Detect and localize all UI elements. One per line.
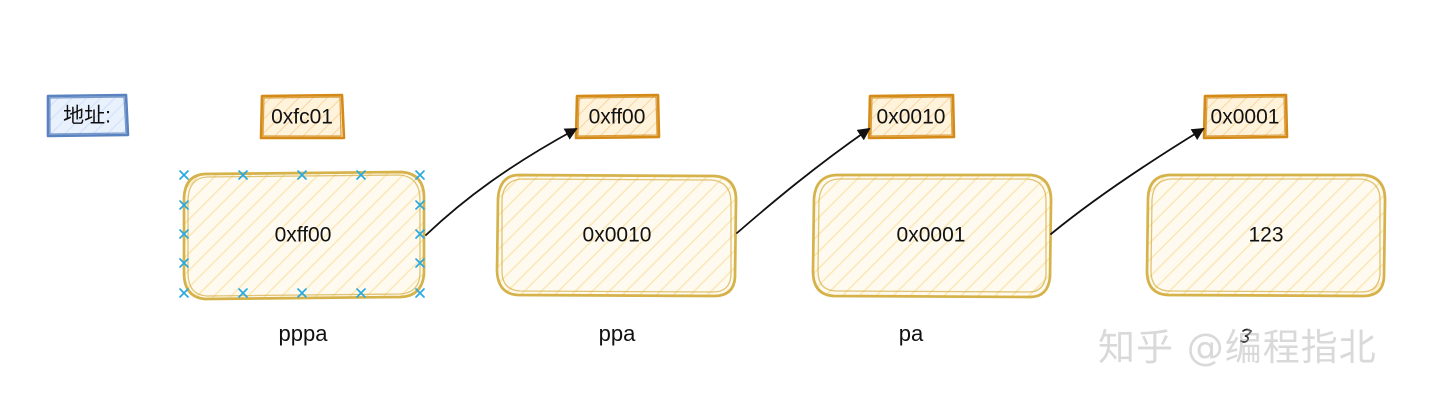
- address-label-1: 0xfc01: [271, 105, 333, 129]
- variable-name-3: pa: [898, 321, 924, 346]
- address-title: 地址:: [63, 104, 111, 128]
- selection-handles: [179, 170, 425, 298]
- address-box-3: [867, 93, 956, 140]
- pointer-arrow-1: [425, 128, 578, 236]
- memory-value-3: 0x0001: [896, 223, 966, 247]
- address-label-2: 0xff00: [588, 105, 646, 129]
- address-label-3: 0x0010: [876, 105, 946, 129]
- memory-value-1: 0xff00: [274, 223, 332, 247]
- variable-name-2: ppa: [598, 321, 636, 346]
- address-title-box: [46, 93, 130, 138]
- address-box-2: [574, 93, 661, 140]
- pointer-arrow-2: [736, 127, 871, 234]
- memory-box-1: [182, 170, 426, 301]
- memory-box-2: [495, 173, 738, 298]
- pointer-arrow-3: [1050, 128, 1205, 235]
- address-box-4: [1202, 93, 1289, 140]
- memory-value-2: 0x0010: [582, 223, 652, 247]
- memory-value-4: 123: [1248, 223, 1284, 247]
- address-label-4: 0x0001: [1210, 105, 1280, 129]
- sketch-mark: [1240, 328, 1253, 343]
- pointer-arrows: [425, 127, 1205, 236]
- watermark: 知乎 @编程指北: [1098, 326, 1377, 369]
- variable-name-1: pppa: [278, 321, 328, 346]
- address-box-1: [259, 93, 346, 140]
- memory-box-4: [1145, 173, 1387, 298]
- memory-box-3: [811, 173, 1053, 299]
